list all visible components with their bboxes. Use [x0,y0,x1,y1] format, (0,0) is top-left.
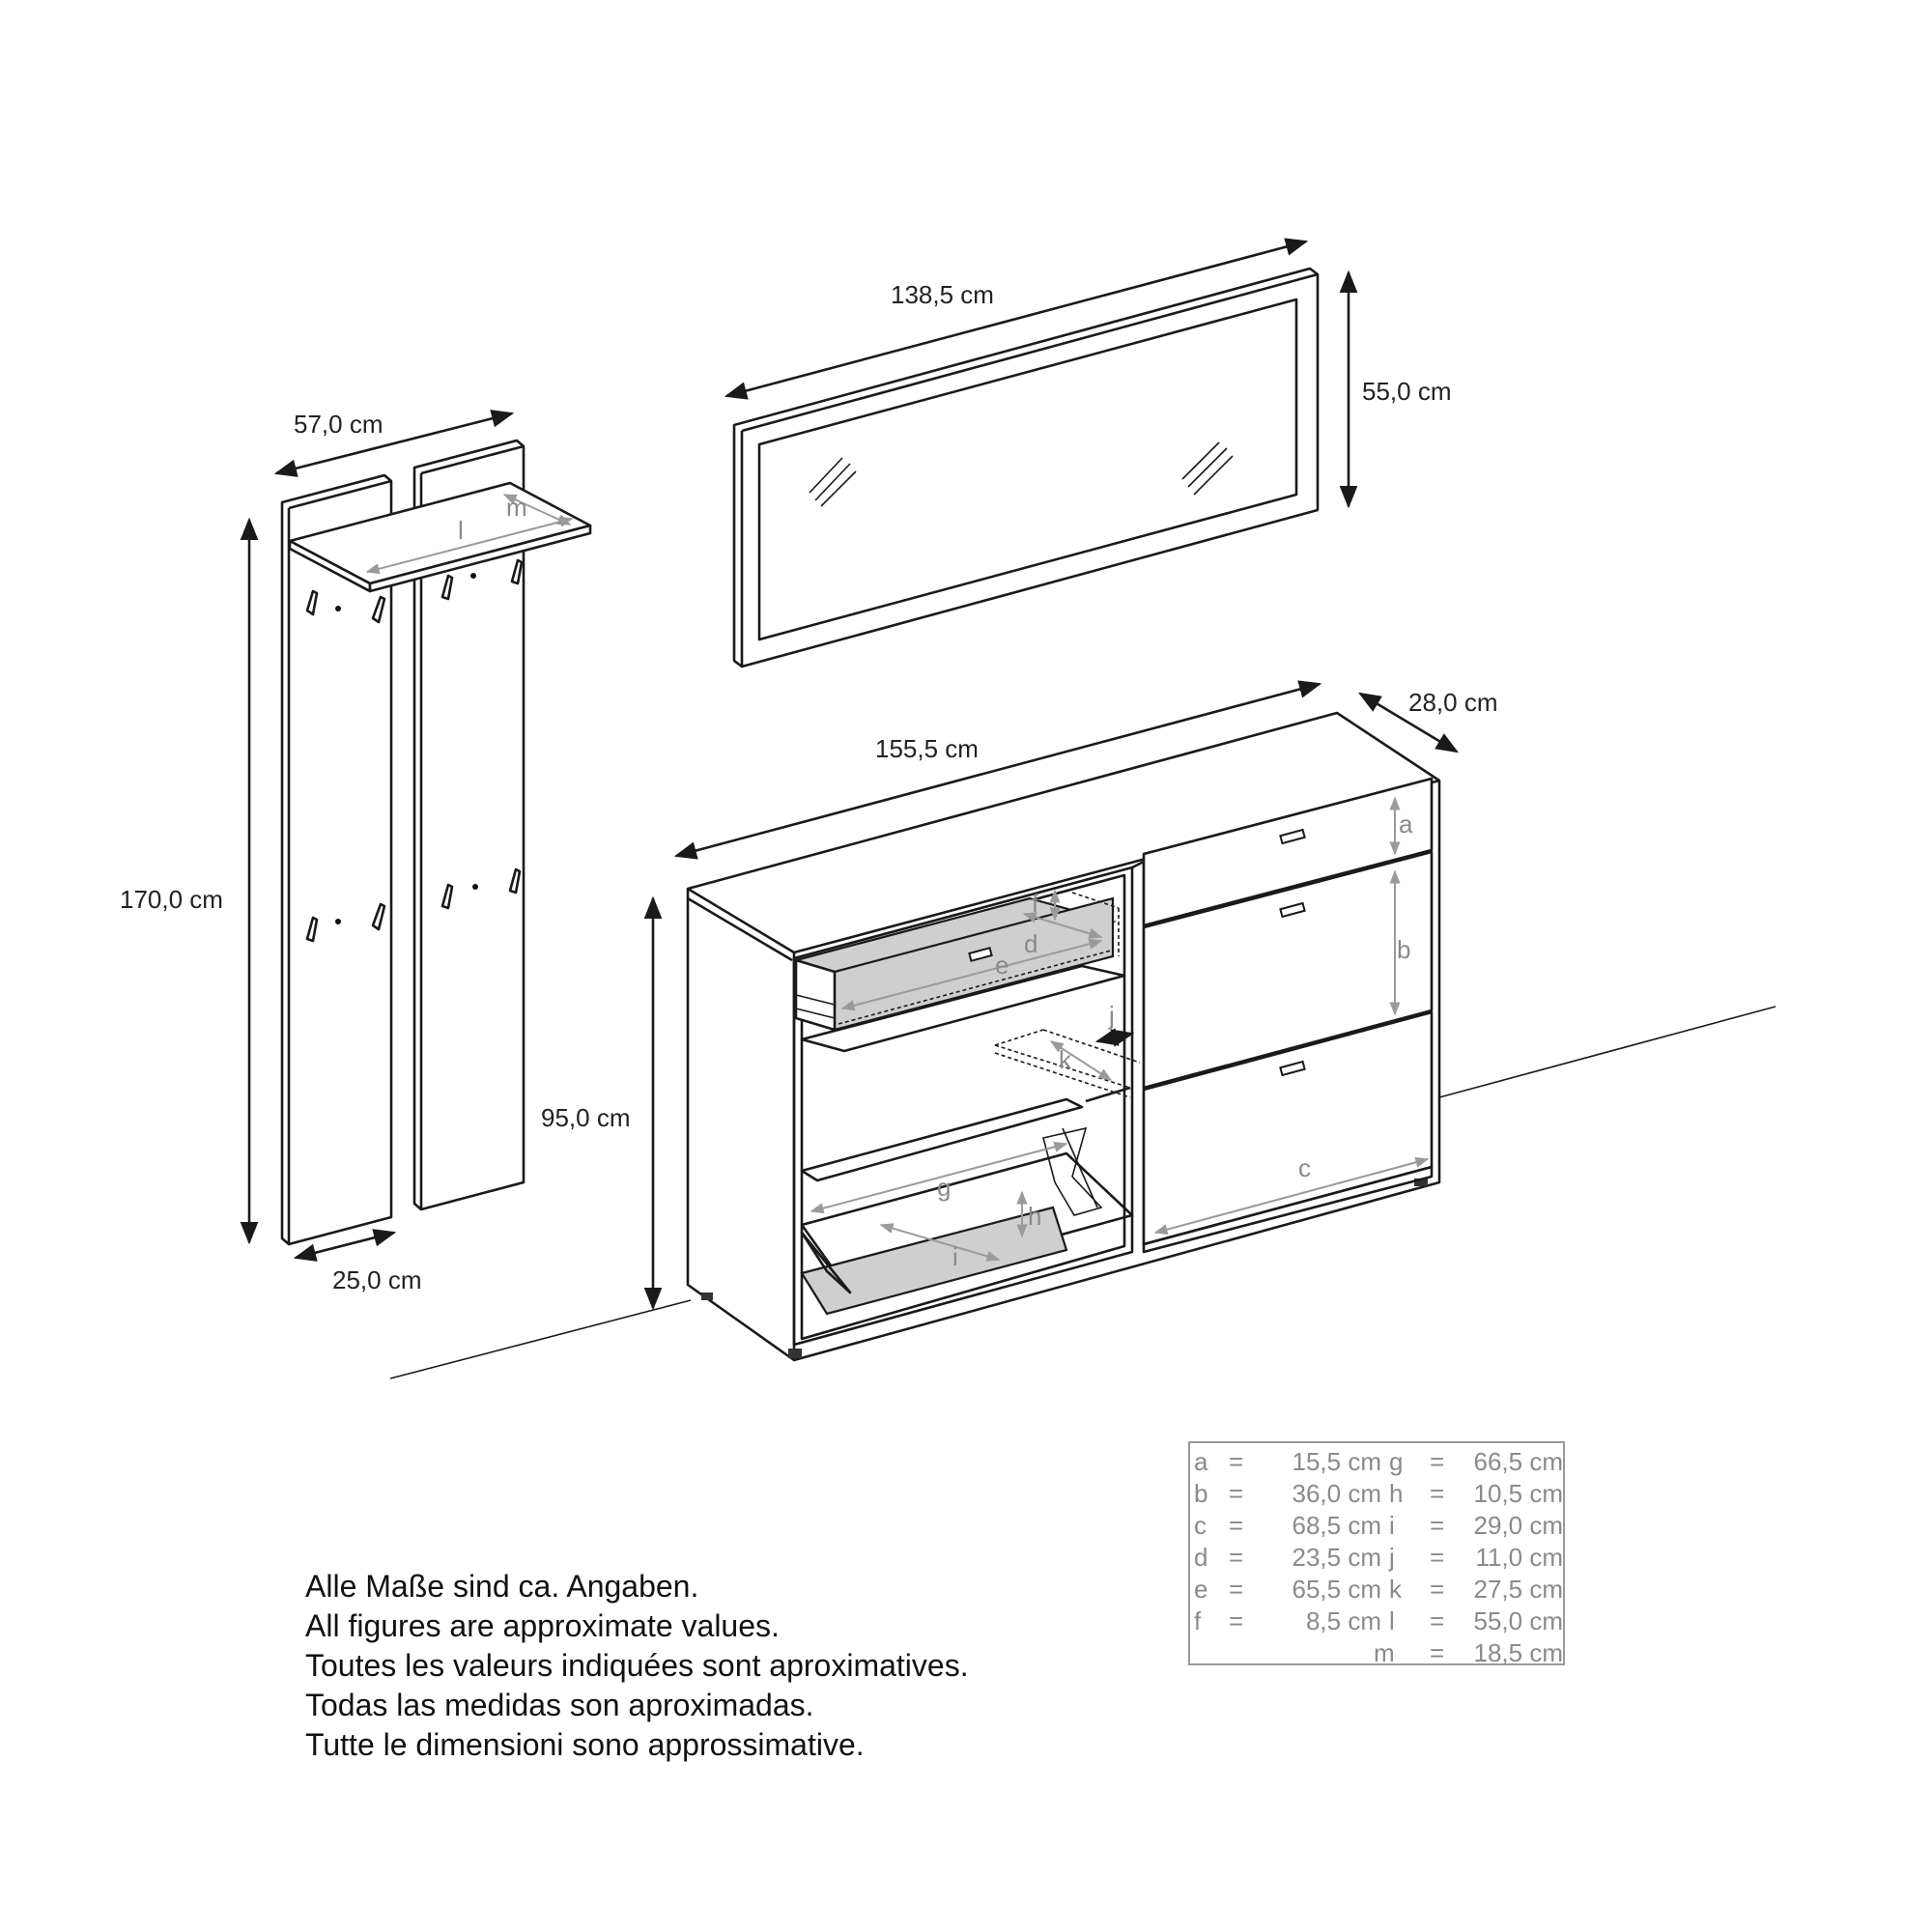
legend-equals: = [1229,1606,1244,1635]
legend-value: 8,5 cm [1305,1606,1381,1635]
legend-value: 18,5 cm [1473,1638,1564,1667]
letter-m: m [506,493,527,522]
sideboard [643,680,1460,1362]
legend-value: 10,5 cm [1473,1479,1564,1508]
letter-j: j [1108,1001,1115,1030]
legend-value: 27,5 cm [1473,1575,1564,1604]
sideboard-width-label: 155,5 cm [875,734,979,763]
legend-row: b = 36,0 cm [1190,1479,1567,1511]
coat-rack [240,410,592,1262]
coat-rack-dimension-lines [240,410,515,1262]
letter-i: i [952,1242,958,1271]
legend-key: k [1389,1575,1402,1604]
legend-key: h [1389,1479,1404,1508]
letter-dimension-lines [810,796,1430,1262]
letter-h: h [1028,1202,1041,1231]
coat-rack-left-panel [280,473,393,1246]
legend-key: b [1194,1479,1208,1508]
sideboard-height-label: 95,0 cm [541,1103,631,1132]
coat-rack-panel-width-label: 25,0 cm [332,1265,422,1294]
legend-row: k = 27,5 cm [1190,1575,1567,1606]
legend-key: c [1194,1511,1207,1540]
legend-equals: = [1430,1511,1445,1540]
note-it: Tutte le dimensioni sono approssimative. [305,1727,865,1762]
legend-equals: = [1430,1543,1445,1572]
legend-key: e [1194,1575,1208,1604]
mirror [724,238,1358,668]
coat-rack-shelf [288,481,592,593]
legend-row: f = 8,5 cm [1190,1606,1567,1638]
letter-d: d [1024,929,1037,958]
note-es: Todas las medidas son aproximadas. [305,1688,814,1722]
mirror-height-label: 55,0 cm [1362,377,1452,406]
right-drawers [1142,777,1434,1246]
legend-key: m [1374,1638,1395,1667]
legend-value: 15,5 cm [1292,1447,1382,1476]
legend-value: 55,0 cm [1473,1606,1564,1635]
legend-value: 11,0 cm [1475,1543,1563,1572]
dimension-labels: 57,0 cm 170,0 cm 25,0 cm 138,5 cm 55,0 c… [120,280,1498,1294]
legend-key: j [1389,1543,1395,1572]
legend-equals: = [1430,1447,1445,1476]
legend-key: g [1389,1447,1404,1476]
sideboard-dimension-lines [643,680,1460,1311]
legend-row: a = 15,5 cm [1190,1447,1567,1479]
legend-value: 68,5 cm [1292,1511,1382,1540]
legend-value: 36,0 cm [1292,1479,1382,1508]
legend-row: i = 29,0 cm [1190,1511,1567,1543]
mirror-glass-marks [809,441,1234,507]
note-fr: Toutes les valeurs indiquées sont aproxi… [305,1648,969,1683]
legend-row: m = 18,5 cm [1190,1638,1567,1670]
legend-equals: = [1229,1447,1244,1476]
sideboard-depth-label: 28,0 cm [1408,688,1498,717]
legend-row: l = 55,0 cm [1190,1606,1567,1638]
letter-l: l [458,516,464,545]
legend-equals: = [1430,1638,1445,1667]
legend-key: f [1194,1606,1202,1635]
letter-labels: a b c d e f g h i j k l m [458,493,1413,1271]
note-en: All figures are approximate values. [305,1608,780,1643]
legend-row: d = 23,5 cm [1190,1543,1567,1575]
coat-hooks [305,558,524,943]
letter-b: b [1397,935,1410,964]
approximate-values-notes: Alle Maße sind ca. Angaben. All figures … [305,1567,969,1765]
legend-row: e = 65,5 cm [1190,1575,1567,1606]
letter-f: f [1032,889,1039,918]
legend-value: 23,5 cm [1292,1543,1382,1572]
legend-key: d [1194,1543,1208,1572]
legend-equals: = [1229,1479,1244,1508]
legend-equals: = [1430,1479,1445,1508]
letter-e: e [995,951,1009,980]
legend-key: l [1389,1606,1395,1635]
letter-c: c [1298,1153,1311,1182]
mirror-width-label: 138,5 cm [891,280,994,309]
legend-equals: = [1430,1606,1445,1635]
legend-value: 29,0 cm [1473,1511,1564,1540]
coat-rack-width-label: 57,0 cm [294,410,384,439]
legend-row: c = 68,5 cm [1190,1511,1567,1543]
legend-equals: = [1229,1511,1244,1540]
note-de: Alle Maße sind ca. Angaben. [305,1569,699,1604]
legend-equals: = [1229,1575,1244,1604]
letter-a: a [1399,810,1413,838]
legend-row: j = 11,0 cm [1190,1543,1567,1575]
legend-row: g = 66,5 cm [1190,1447,1567,1479]
legend-value: 65,5 cm [1292,1575,1382,1604]
floor-lines [389,1006,1776,1379]
measurement-legend: a = 15,5 cm b = 36,0 cm c = 68,5 cm d = 23,5 cm e = 65… [1188,1441,1567,1667]
legend-row: h = 10,5 cm [1190,1479,1567,1511]
legend-key: a [1194,1447,1208,1476]
letter-k: k [1059,1045,1072,1074]
legend-equals: = [1229,1543,1244,1572]
legend-equals: = [1430,1575,1445,1604]
legend-value: 66,5 cm [1473,1447,1564,1476]
mirror-width-line [724,238,1309,400]
coat-rack-height-label: 170,0 cm [120,885,223,914]
legend-key: i [1389,1511,1395,1540]
letter-g: g [937,1173,951,1202]
